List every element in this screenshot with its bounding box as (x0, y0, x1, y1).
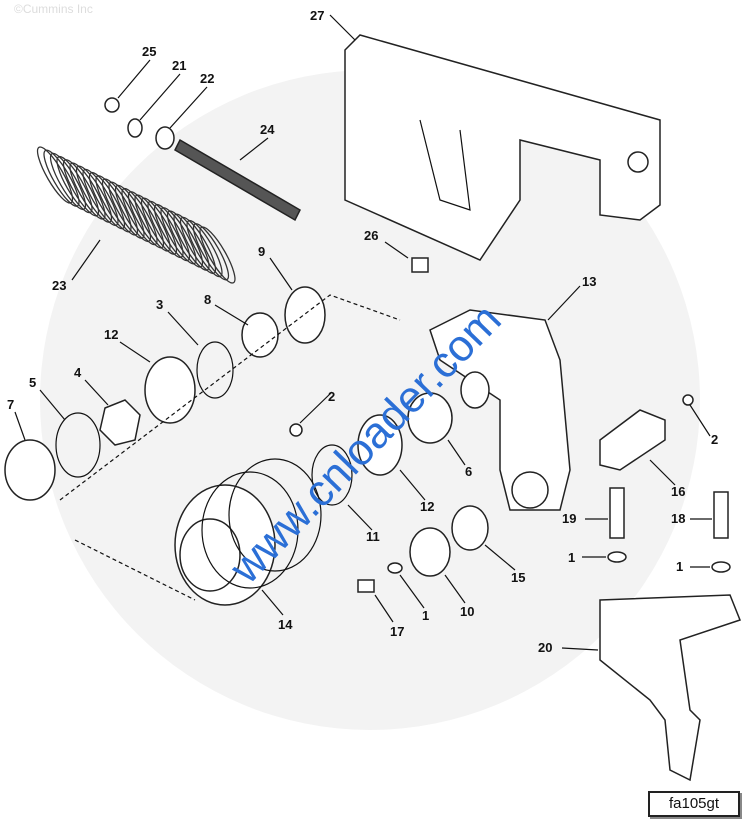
callout: 2 (328, 389, 335, 404)
callout: 8 (204, 292, 211, 307)
part-7-cap (4, 439, 56, 501)
part-16-shaft (599, 409, 666, 471)
part-6-spacer (407, 392, 453, 444)
callout: 25 (142, 44, 156, 59)
callout: 27 (310, 8, 324, 23)
callout: 17 (390, 624, 404, 639)
callout: 11 (366, 529, 380, 544)
part-24-bolt (174, 138, 301, 222)
callout: 22 (200, 71, 214, 86)
part-12-bearing-2 (357, 414, 403, 476)
part-25-nut (104, 97, 120, 113)
part-18-bolt (713, 491, 729, 539)
callout: 26 (364, 228, 378, 243)
callout: 9 (258, 244, 265, 259)
callout: 2 (711, 432, 718, 447)
part-9-seal (284, 286, 326, 344)
part-26-capscrew (411, 257, 429, 273)
callout: 10 (460, 604, 474, 619)
callout: 1 (422, 608, 429, 623)
part-21-washer (127, 118, 143, 138)
callout: 20 (538, 640, 552, 655)
callout: 1 (568, 550, 575, 565)
callout: 12 (104, 327, 118, 342)
callout: 14 (278, 617, 293, 632)
callout: 15 (511, 570, 525, 585)
copyright-notice: ©Cummins Inc (14, 2, 93, 16)
part-20-bracket (599, 594, 741, 782)
callout: 24 (260, 122, 275, 137)
part-15-bushing (451, 505, 489, 551)
callout: 18 (671, 511, 685, 526)
callout: 3 (156, 297, 163, 312)
part-3-snap-ring (196, 341, 234, 399)
callout: 23 (52, 278, 66, 293)
part-8-spacer (241, 312, 279, 358)
part-10-washer (409, 527, 451, 577)
callout: 4 (74, 365, 82, 380)
part-22-washer (155, 126, 175, 150)
callout: 21 (172, 58, 186, 73)
part-5-oring (55, 412, 101, 478)
part-4-nut (99, 399, 141, 446)
part-27-bracket (344, 34, 661, 261)
part-23-spring (36, 146, 236, 284)
callout: 13 (582, 274, 596, 289)
callout: 5 (29, 375, 36, 390)
part-12-bearing (144, 356, 196, 424)
spring-coil (199, 226, 236, 284)
part-19-bolt (609, 487, 625, 539)
callout: 19 (562, 511, 576, 526)
callout: 16 (671, 484, 685, 499)
callout: 7 (7, 397, 14, 412)
drawing-code: fa105gt (648, 791, 740, 817)
part-11-snap-ring (311, 444, 353, 506)
callout: 6 (465, 464, 472, 479)
callout: 12 (420, 499, 434, 514)
part-17-capscrew (357, 579, 375, 593)
callout: 1 (676, 559, 683, 574)
leader-lines (14, 14, 712, 651)
